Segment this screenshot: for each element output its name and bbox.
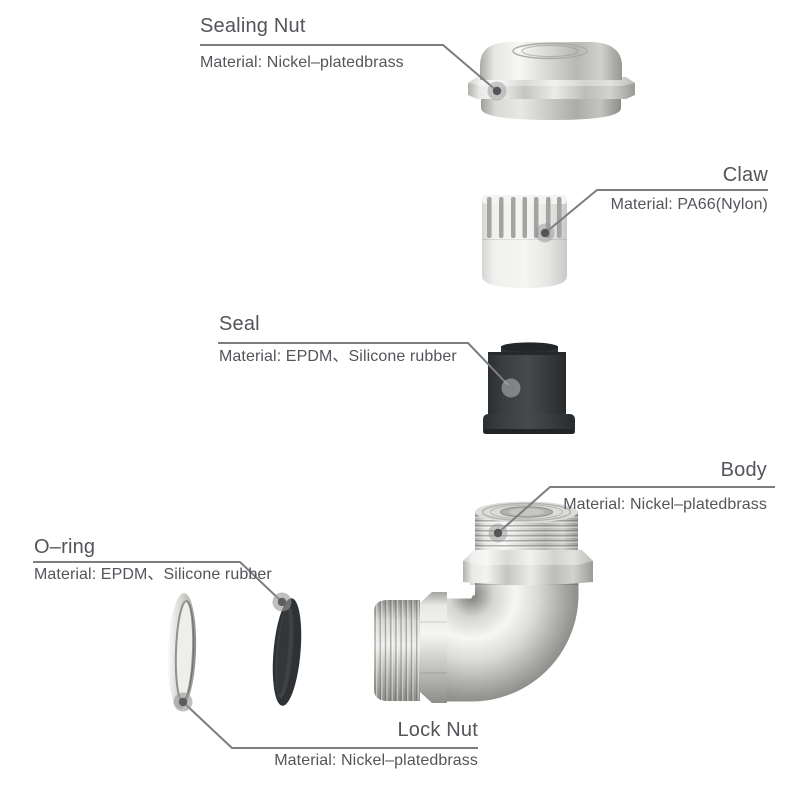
leader-dot-sealing-nut	[487, 81, 507, 101]
leader-line-claw	[544, 189, 768, 234]
seal-illustration	[483, 342, 575, 434]
leader-line-o-ring	[33, 561, 283, 603]
label-claw: Claw Material: PA66(Nylon)	[611, 163, 768, 214]
part-material-sealing-nut: Material: Nickel–platedbrass	[200, 54, 404, 71]
lock-nut-illustration	[167, 593, 197, 709]
part-material-seal: Material: EPDM、Silicone rubber	[219, 348, 457, 365]
part-material-claw: Material: PA66(Nylon)	[610, 196, 768, 213]
leader-line-sealing-nut	[200, 44, 498, 92]
leader-dot-seal	[501, 378, 521, 398]
label-o-ring: O–ring Material: EPDM、Silicone rubber	[34, 535, 272, 584]
part-title-body: Body	[720, 459, 767, 481]
label-seal: Seal Material: EPDM、Silicone rubber	[219, 312, 457, 366]
leader-dot-body	[488, 523, 508, 543]
label-body: Body Material: Nickel–platedbrass	[563, 458, 767, 514]
part-material-lock-nut: Material: Nickel–platedbrass	[274, 752, 478, 769]
leader-dot-claw	[535, 223, 555, 243]
o-ring-illustration	[272, 598, 302, 706]
part-material-body: Material: Nickel–platedbrass	[563, 496, 767, 513]
label-lock-nut: Lock Nut Material: Nickel–platedbrass	[274, 718, 478, 770]
leader-dot-o-ring	[272, 592, 292, 612]
claw-illustration	[482, 195, 567, 288]
part-title-o-ring: O–ring	[34, 536, 96, 558]
part-title-lock-nut: Lock Nut	[397, 719, 478, 741]
part-material-o-ring: Material: EPDM、Silicone rubber	[34, 566, 272, 583]
leader-line-lock-nut	[182, 701, 478, 749]
leader-line-body	[497, 486, 775, 534]
part-title-sealing-nut: Sealing Nut	[200, 15, 306, 37]
part-title-claw: Claw	[722, 164, 768, 186]
label-sealing-nut: Sealing Nut Material: Nickel–platedbrass	[200, 14, 404, 72]
leader-dots	[173, 81, 555, 712]
part-title-seal: Seal	[219, 313, 260, 335]
leader-dot-lock-nut	[173, 692, 193, 712]
body-illustration	[374, 501, 593, 703]
leader-line-seal	[218, 342, 512, 389]
sealing-nut-illustration	[468, 42, 635, 120]
